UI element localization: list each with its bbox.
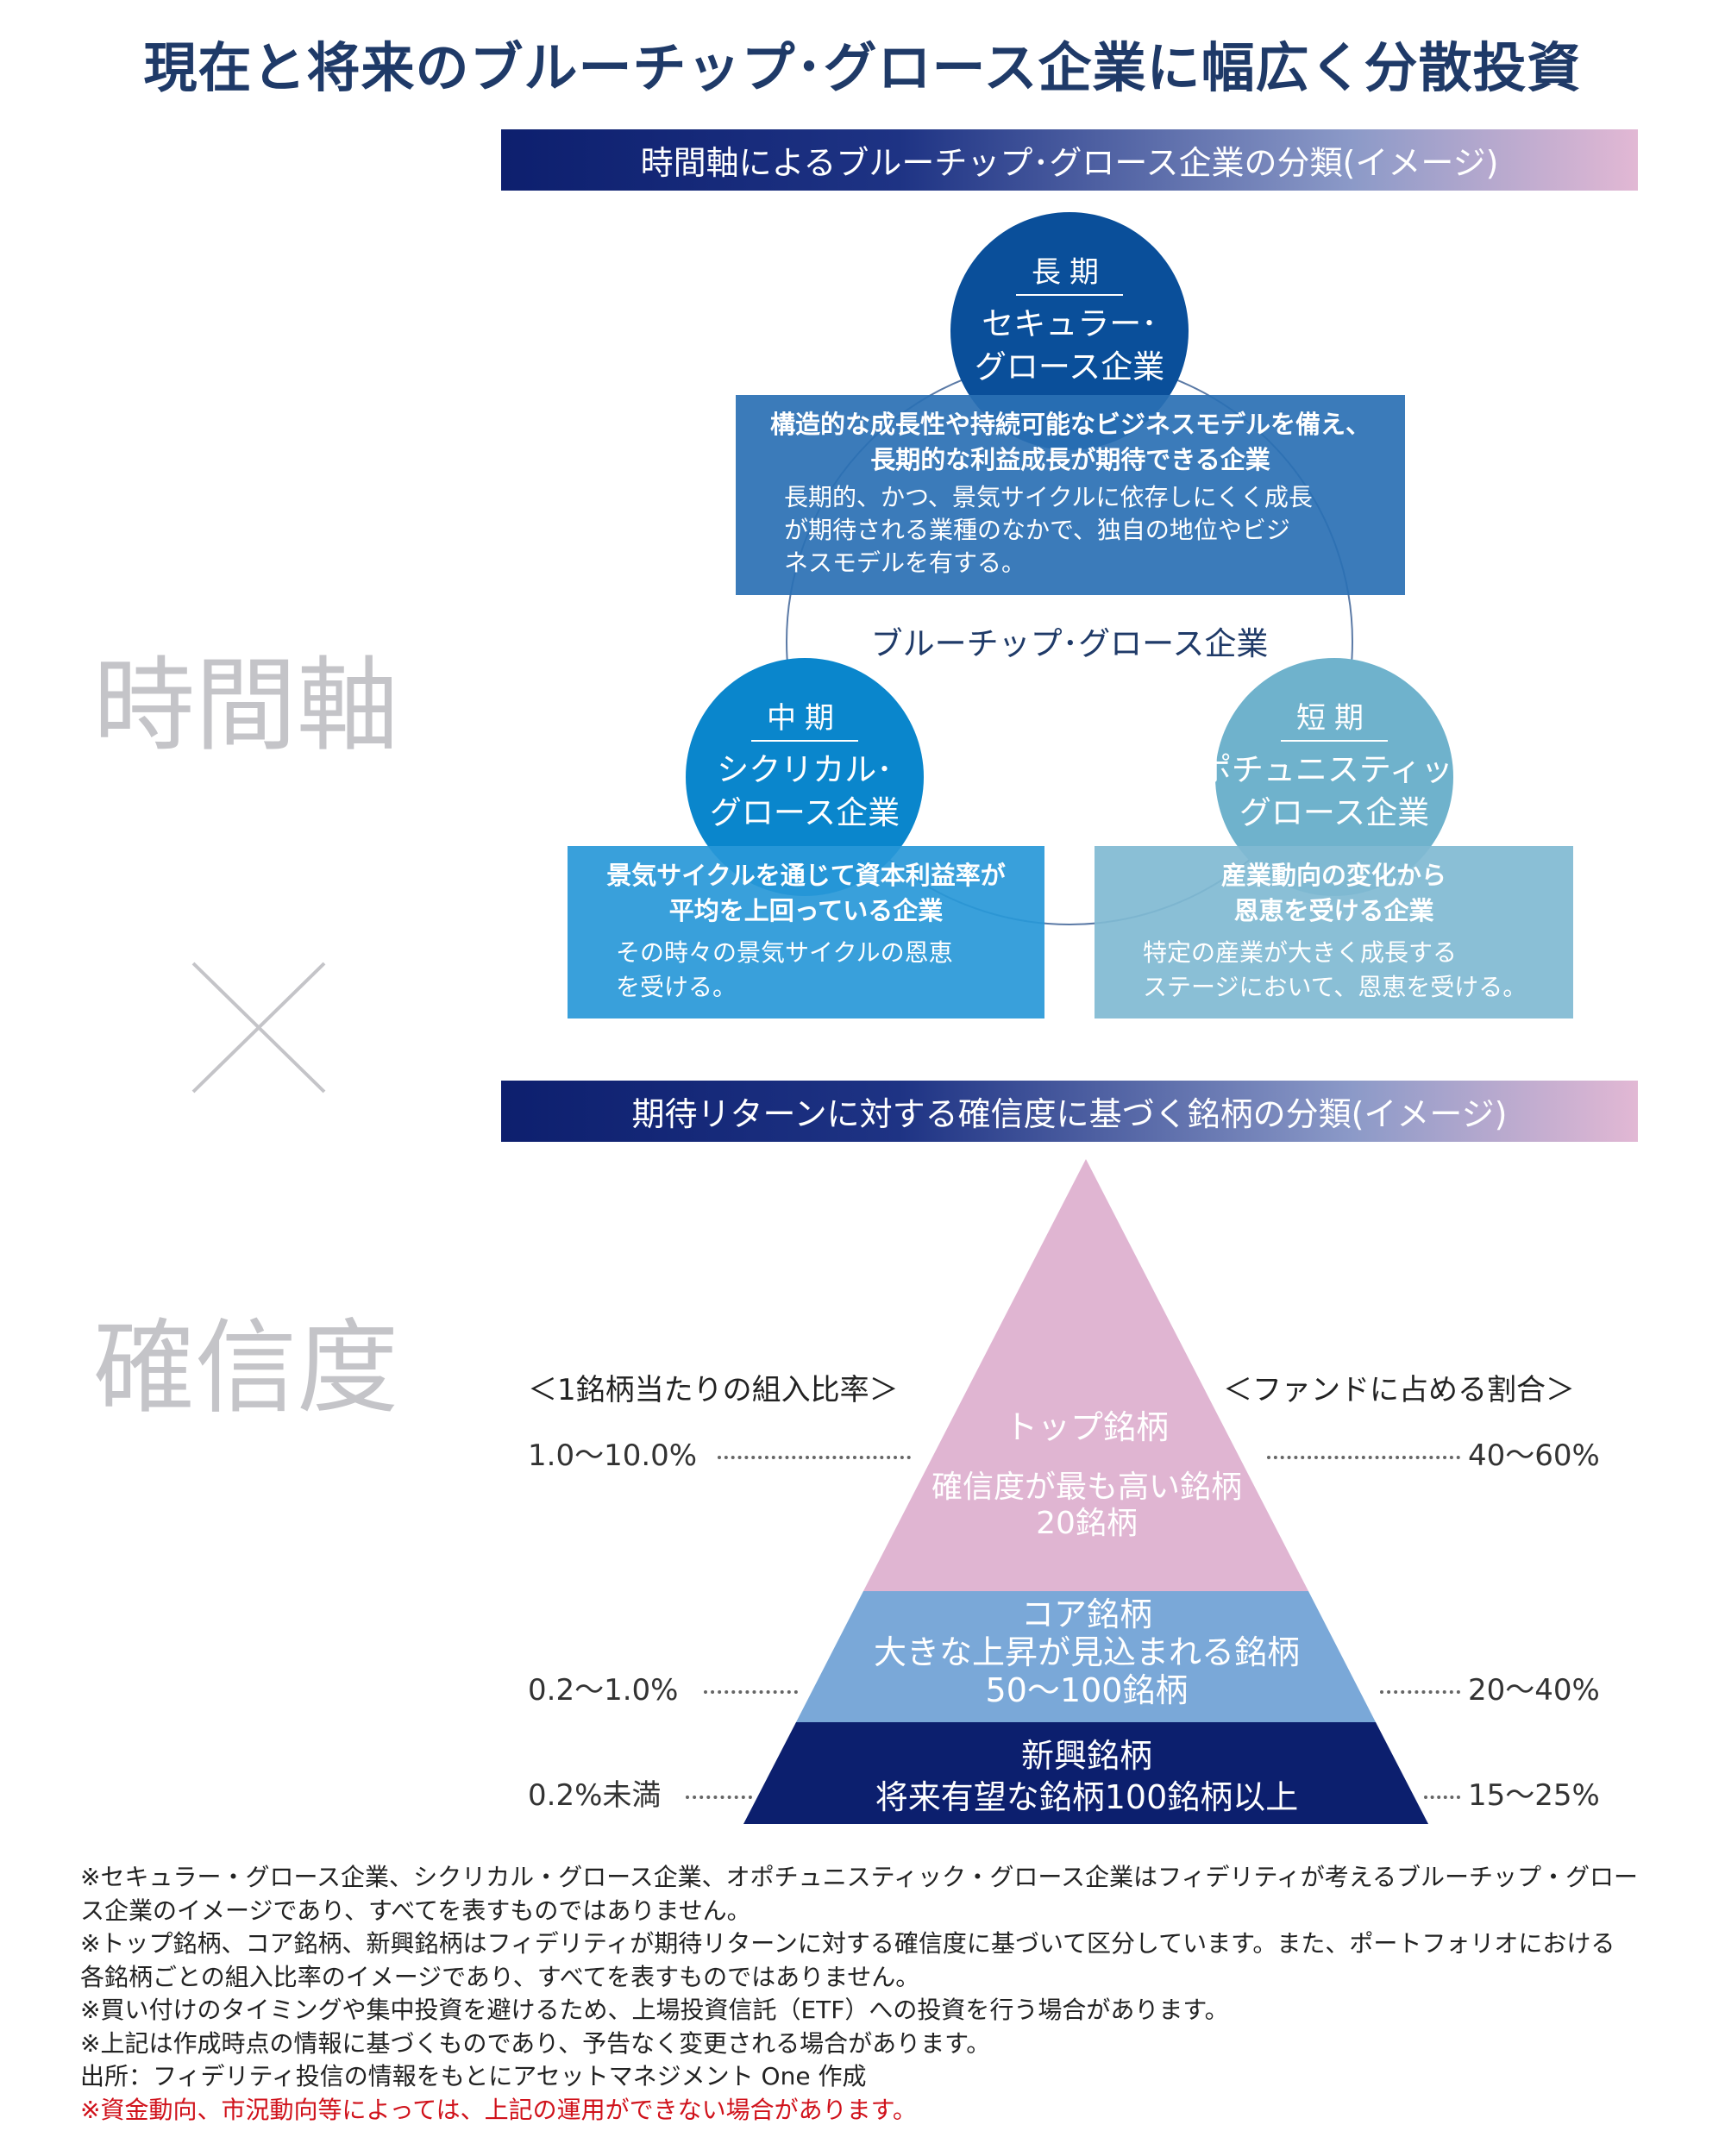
- share-emerging: 15〜25%: [1468, 1778, 1600, 1813]
- box-desc: ステージにおいて、恩恵を受ける。: [1143, 973, 1527, 1001]
- footnotes: ※セキュラー・グロース企業、シクリカル・グロース企業、オポチュニスティック・グロ…: [80, 1861, 1684, 2127]
- box-heading: 景気サイクルを通じて資本利益率が: [606, 861, 1006, 890]
- long-term-box: 構造的な成長性や持続可能なビジネスモデルを備え、長期的な利益成長が期待できる企業…: [736, 395, 1405, 595]
- box-desc: を受ける。: [616, 973, 737, 1001]
- tier-name: トップ銘柄: [1004, 1408, 1169, 1446]
- note-line: ※トップ銘柄、コア銘柄、新興銘柄はフィデリティが期待リターンに対する確信度に基づ…: [80, 1929, 1615, 1958]
- cross-icon-stroke: [191, 962, 326, 1094]
- tier-desc-text: 大きな上昇が見込まれる銘柄: [873, 1633, 1300, 1671]
- box-desc: 長期的、かつ、景気サイクルに依存しにくく成長: [784, 483, 1313, 511]
- tier-desc-text: 将来有望な銘柄100銘柄以上: [875, 1778, 1299, 1816]
- leader-dots: [1267, 1456, 1460, 1459]
- weight-emerging: 0.2%未満: [528, 1778, 662, 1813]
- pyramid-top-tier: [863, 1159, 1308, 1591]
- share-header: ＜ファンドに占める割合＞: [1223, 1373, 1575, 1407]
- leader-dots: [704, 1690, 798, 1694]
- tier-desc-text: 確信度が最も高い銘柄: [931, 1470, 1242, 1505]
- box-desc: ネスモデルを有する。: [784, 548, 1026, 577]
- term-label: 長期: [1016, 248, 1123, 296]
- weight-top: 1.0〜10.0%: [528, 1438, 698, 1473]
- section-header-conviction: 期待リターンに対する確信度に基づく銘柄の分類(イメージ): [501, 1081, 1638, 1142]
- circle-name: グロース企業: [709, 794, 900, 831]
- leader-dots: [1424, 1796, 1460, 1799]
- circle-name: オポチュニスティック･: [1167, 751, 1502, 788]
- weight-header: ＜1銘柄当たりの組入比率＞: [528, 1373, 899, 1407]
- term-label: 中期: [751, 694, 858, 742]
- note-line: ※買い付けのタイミングや集中投資を避けるため、上場投資信託（ETF）への投資を行…: [80, 1996, 1229, 2024]
- short-term-box: 産業動向の変化から恩恵を受ける企業 特定の産業が大きく成長するステージにおいて、…: [1095, 846, 1573, 1018]
- share-top: 40〜60%: [1468, 1438, 1600, 1473]
- leader-dots: [718, 1456, 911, 1459]
- tier-count: 50〜100銘柄: [985, 1671, 1189, 1709]
- tier-emerging: 新興銘柄将来有望な銘柄100銘柄以上: [742, 1735, 1432, 1818]
- mid-term-box: 景気サイクルを通じて資本利益率が平均を上回っている企業 その時々の景気サイクルの…: [568, 846, 1044, 1018]
- box-desc: その時々の景気サイクルの恩恵: [616, 938, 953, 967]
- box-heading: 平均を上回っている企業: [668, 896, 944, 925]
- note-line: ス企業のイメージであり、すべてを表すものではありません。: [80, 1896, 751, 1925]
- note-line: 出所：フィデリティ投信の情報をもとにアセットマネジメント One 作成: [80, 2062, 867, 2090]
- box-heading: 恩恵を受ける企業: [1233, 896, 1434, 925]
- circle-name: グロース企業: [974, 348, 1165, 385]
- box-heading: 産業動向の変化から: [1220, 861, 1446, 890]
- circle-name: シクリカル･: [717, 751, 893, 788]
- pyramid-core-tier: [796, 1591, 1376, 1722]
- axis-label-conviction: 確信度: [93, 1308, 399, 1427]
- tier-count: 20銘柄: [1036, 1506, 1138, 1541]
- blue-chip-label: ブルーチップ･グロース企業: [870, 625, 1269, 662]
- circle-name: セキュラー･: [982, 305, 1157, 342]
- note-line: ※上記は作成時点の情報に基づくものであり、予告なく変更される場合があります。: [80, 2028, 991, 2058]
- term-label: 短期: [1281, 694, 1388, 742]
- share-core: 20〜40%: [1468, 1673, 1600, 1708]
- page-title: 現在と将来のブルーチップ･グロース企業に幅広く分散投資: [143, 36, 1582, 99]
- box-heading: 構造的な成長性や持続可能なビジネスモデルを備え、: [769, 410, 1371, 439]
- note-line: 各銘柄ごとの組入比率のイメージであり、すべてを表すものではありません。: [80, 1962, 920, 1991]
- tier-name: 新興銘柄: [1020, 1737, 1152, 1775]
- pyramid-emerging-tier: [743, 1722, 1428, 1824]
- tier-name: コア銘柄: [1020, 1595, 1152, 1633]
- box-desc: が期待される業種のなかで、独自の地位やビジ: [784, 516, 1290, 544]
- warning-note: ※資金動向、市況動向等によっては、上記の運用ができない場合があります。: [80, 2095, 917, 2124]
- note-line: ※セキュラー・グロース企業、シクリカル・グロース企業、オポチュニスティック・グロ…: [80, 1863, 1638, 1891]
- box-heading: 長期的な利益成長が期待できる企業: [870, 445, 1270, 474]
- weight-core: 0.2〜1.0%: [528, 1673, 679, 1708]
- box-desc: 特定の産業が大きく成長する: [1143, 938, 1458, 967]
- leader-dots: [686, 1796, 752, 1799]
- leader-dots: [1380, 1690, 1460, 1694]
- section-header-time-axis: 時間軸によるブルーチップ･グロース企業の分類(イメージ): [501, 129, 1638, 191]
- axis-label-time: 時間軸: [93, 646, 399, 765]
- circle-name: グロース企業: [1239, 794, 1430, 831]
